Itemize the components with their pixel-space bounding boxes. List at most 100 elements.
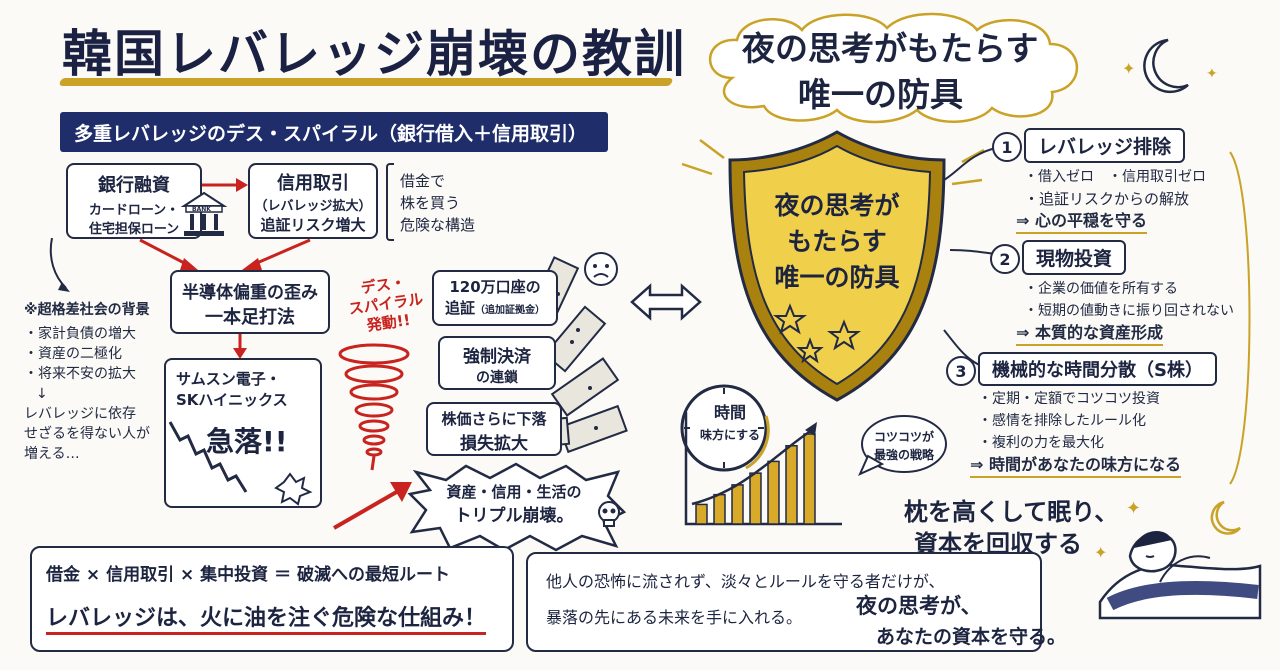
- double-arrow-icon: [630, 283, 702, 321]
- bank-icon: BANK: [180, 191, 228, 236]
- society-notes: ※超格差社会の背景 ・家計負債の増大 ・資産の二極化 ・将来不安の拡大 ↓ レバ…: [24, 300, 164, 464]
- margin-trading-box: 信用取引 （レバレッジ拡大） 追証リスク増大: [248, 163, 378, 239]
- domino-label-line2: 追証: [444, 299, 475, 317]
- section-3-title: 機械的な時間分散（S株）: [978, 352, 1217, 386]
- section-2-bullet: ・企業の価値を所有する: [1024, 281, 1178, 297]
- society-arrow: ↓: [36, 386, 48, 402]
- bank-box-line2: カードローン・: [88, 203, 180, 218]
- shield-icon: [728, 130, 946, 402]
- domino-label-line2: の連鎖: [476, 370, 518, 386]
- tornado-icon: [338, 343, 410, 471]
- chart-trend-arrowhead: [805, 422, 817, 436]
- svg-text:✦: ✦: [1206, 66, 1218, 82]
- section-3-bullet: ・定期・定額でコツコツ投資: [978, 391, 1160, 407]
- chart-bar: [695, 503, 708, 525]
- domino-label-line2: 損失拡大: [460, 434, 528, 454]
- chart-bubble-shape: [858, 415, 947, 476]
- domino-label-line1: 120万口座の: [449, 278, 541, 296]
- chart-bar: [803, 433, 816, 525]
- domino-label-forced-liquidation: 強制決済 の連鎖: [438, 336, 556, 390]
- section-3-bullet: ・感情を排除したルール化: [978, 413, 1146, 429]
- chart-bubble-text: コツコツが 最強の戦略: [864, 428, 944, 464]
- society-item: ・資産の二極化: [24, 346, 122, 362]
- section-1-number: 1: [992, 132, 1022, 162]
- domino-label-line1: 強制決済: [463, 347, 531, 367]
- explosion-shape: [407, 462, 627, 552]
- signature-line2: あなたの資本を守る。: [876, 626, 1067, 648]
- semi-box-line1: 半導体偏重の歪み: [182, 283, 318, 303]
- section-3-number: 3: [946, 356, 976, 386]
- margin-box-line2: （レバレッジ拡大）: [254, 199, 372, 214]
- svg-text:✦: ✦: [1094, 543, 1107, 562]
- society-conclusion: 増える…: [24, 446, 80, 462]
- growth-bar-chart: [684, 412, 842, 526]
- margin-note: 借金で 株を買う 危険な構造: [400, 170, 475, 236]
- bank-label: BANK: [192, 206, 211, 213]
- triple-collapse-text: 資産・信用・生活の トリプル崩壊。: [424, 480, 604, 528]
- skull-icon: [598, 501, 620, 527]
- scared-face-icon: [584, 252, 618, 286]
- margin-note-line2: 株を買う: [400, 194, 461, 212]
- margin-note-bracket: [386, 163, 394, 241]
- society-conclusion: せざるを得ない人が: [24, 426, 150, 442]
- arrow-to-triple-collapse: [333, 482, 412, 530]
- chart-bubble-line2: 最強の戦略: [873, 448, 934, 462]
- clock-text: 時間 味方にする: [696, 402, 764, 446]
- society-item: ・将来不安の拡大: [24, 366, 136, 382]
- bottom-warning-line2: レバレッジは、火に油を注ぐ危険な仕組み！: [46, 600, 487, 635]
- pillow-text: 枕を高くして眠り、 資本を回収する: [904, 496, 1118, 560]
- spiral-label: デス・ スパイラル 発動!!: [342, 271, 429, 339]
- society-conclusion: レバレッジに依存: [24, 406, 136, 422]
- clock-line2: 味方にする: [699, 428, 761, 442]
- cloud-line1: 夜の思考がもたらす: [742, 29, 1039, 68]
- bottom-message-line2: 暴落の先にある未来を手に入れる。: [546, 608, 803, 627]
- arrow-bank-to-margin: [202, 178, 248, 192]
- chart-bar: [749, 472, 762, 525]
- margin-note-line1: 借金で: [400, 172, 446, 190]
- clock-icon: [680, 384, 770, 472]
- semi-box-line2: 一本足打法: [205, 307, 295, 328]
- margin-box-line1: 信用取引: [277, 173, 349, 194]
- cloud-line2: 唯一の防具: [798, 75, 963, 114]
- bottom-message-line1: 他人の恐怖に流されず、淡々とルールを守る者だけが、: [546, 572, 945, 591]
- right-bracket-curve: [1229, 151, 1251, 485]
- shield-line2: もたらす: [787, 227, 887, 256]
- margin-box-line3: 追証リスク増大: [260, 216, 366, 234]
- arrow-to-society: [49, 238, 70, 292]
- section-1-title: レバレッジ排除: [1024, 128, 1186, 163]
- section-1-bullet: ・追証リスクからの解放: [1024, 190, 1190, 208]
- page-title: 韓国レバレッジ崩壊の教訓: [62, 25, 686, 83]
- shield-line3: 唯一の防具: [774, 263, 900, 292]
- margin-note-line3: 危険な構造: [400, 216, 476, 234]
- bottom-warning-line1: 借金 × 信用取引 × 集中投資 ＝ 破滅への最短ルート: [46, 565, 450, 585]
- signature-line1: 夜の思考が、: [856, 594, 982, 618]
- clock-line1: 時間: [713, 403, 746, 422]
- domino-label-line1: 株価さらに下落: [441, 410, 547, 428]
- crash-label: 急落!!: [206, 425, 288, 458]
- chart-trend-line: [691, 426, 816, 506]
- domino-label-margin-call: 120万口座の 追証（追加証拠金）: [432, 270, 558, 326]
- samsung-box-line1: サムスン電子・: [176, 370, 281, 388]
- svg-text:✦: ✦: [1122, 59, 1135, 78]
- semiconductor-box: 半導体偏重の歪み 一本足打法: [170, 270, 330, 334]
- bank-loan-box: 銀行融資 カードローン・ 住宅担保ローン: [66, 163, 202, 239]
- section-2-result: ⇒ 本質的な資産形成: [1016, 322, 1163, 346]
- pillow-line1: 枕を高くして眠り、: [904, 498, 1119, 526]
- samsung-box-line2: SKハイニックス: [176, 391, 288, 409]
- chart-bar: [731, 484, 744, 525]
- chart-bar: [713, 493, 726, 525]
- title-underline: [58, 78, 674, 86]
- section-1-result: ⇒ 心の平穏を守る: [1016, 210, 1147, 234]
- chart-bubble-line1: コツコツが: [873, 430, 934, 444]
- shield-line1: 夜の思考が: [774, 191, 900, 220]
- domino-label-price-drop: 株価さらに下落 損失拡大: [426, 402, 562, 456]
- society-heading: ※超格差社会の背景: [24, 302, 150, 318]
- cloud-shape: [708, 12, 1079, 124]
- society-item: ・家計負債の増大: [24, 326, 136, 342]
- arrow-semi-to-samsung: [233, 334, 247, 359]
- bank-box-line1: 銀行融資: [98, 175, 170, 196]
- death-spiral-banner: 多重レバレッジのデス・スパイラル（銀行借入＋信用取引）: [60, 112, 608, 152]
- shield-text: 夜の思考が もたらす 唯一の防具: [752, 188, 922, 296]
- section-1-bullet: ・借入ゼロ ・信用取引ゼロ: [1024, 169, 1206, 185]
